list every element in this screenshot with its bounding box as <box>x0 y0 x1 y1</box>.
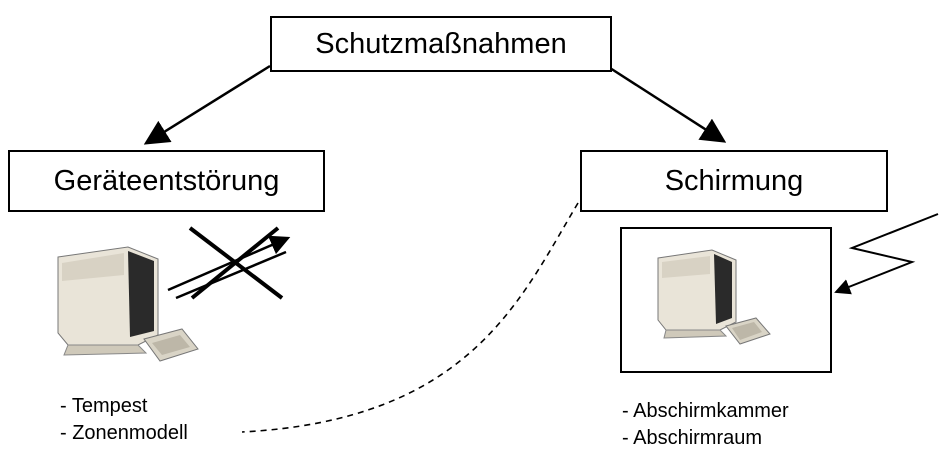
node-schirmung: Schirmung <box>580 150 888 212</box>
crossed-signal-icon <box>167 226 291 300</box>
lightning-icon <box>834 213 939 295</box>
node-label: Schutzmaßnahmen <box>315 27 567 60</box>
dashed-connector <box>241 202 579 433</box>
list-item: - Abschirmkammer <box>622 400 789 422</box>
node-label: Geräteentstörung <box>53 164 280 197</box>
shielding-frame <box>620 227 832 373</box>
node-schutzmassnahmen: Schutzmaßnahmen <box>270 16 612 72</box>
computer-icon <box>57 246 199 362</box>
list-schirmung: - Abschirmkammer - Abschirmraum <box>622 398 789 452</box>
arrow-to-schirmung <box>609 66 727 143</box>
list-item: - Abschirmraum <box>622 427 763 449</box>
node-geraeteentstoerung: Geräteentstörung <box>8 150 325 212</box>
arrow-to-geraeteentstoerung <box>143 64 271 145</box>
list-geraeteentstoerung: - Tempest - Zonenmodell <box>60 393 188 447</box>
node-label: Schirmung <box>664 164 804 197</box>
list-item: - Tempest <box>60 395 148 417</box>
list-item: - Zonenmodell <box>60 422 188 444</box>
